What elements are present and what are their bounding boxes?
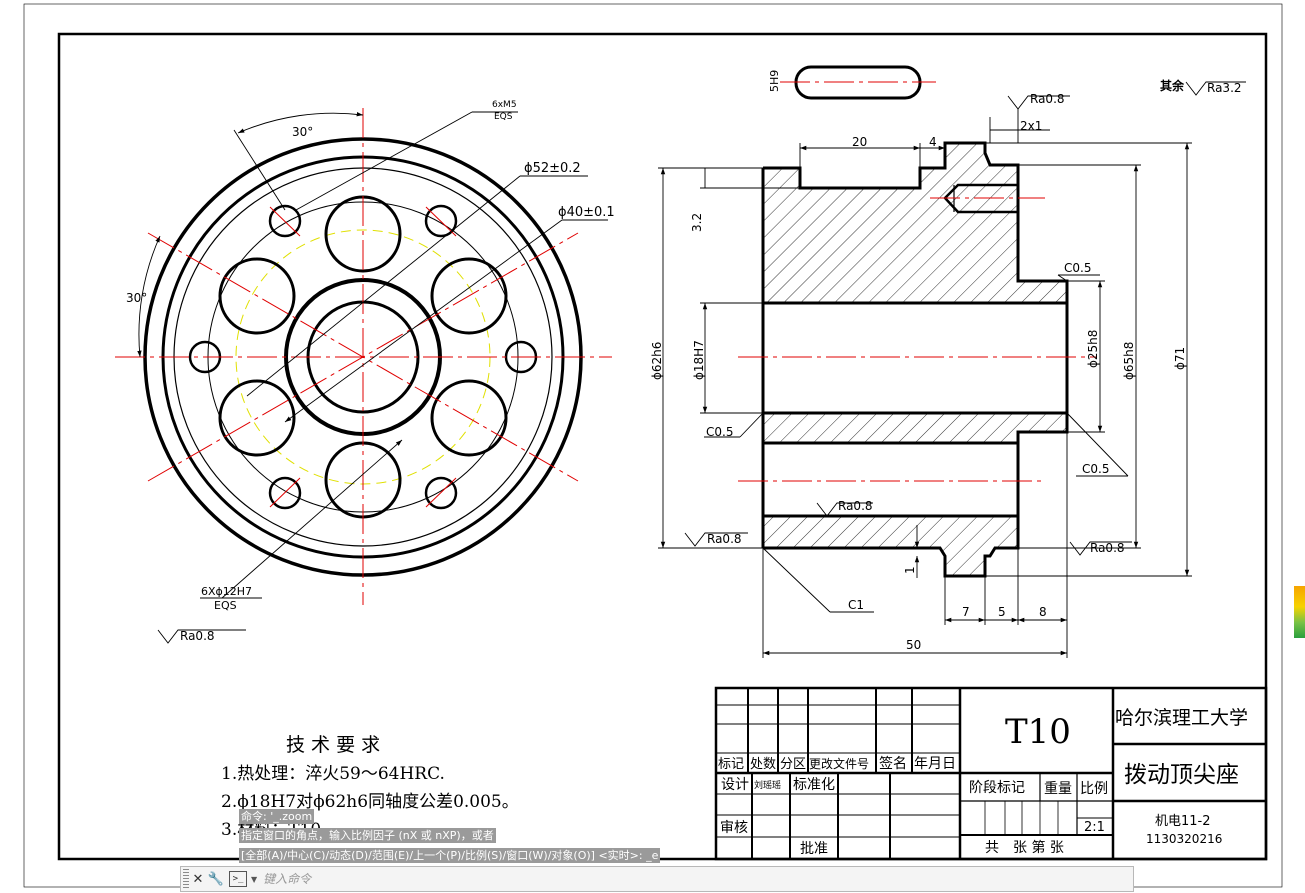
- svg-text:30°: 30°: [292, 125, 313, 139]
- command-line-bar: ✕ 🔧 >_ ▼: [180, 866, 1134, 892]
- svg-text:1: 1: [903, 566, 917, 574]
- svg-text:ϕ40±0.1: ϕ40±0.1: [558, 205, 615, 220]
- svg-text:刘瑶瑶: 刘瑶瑶: [754, 779, 781, 791]
- tech-requirements: 技 术 要 求 1.热处理：淬火59～64HRC. 2.ϕ18H7对ϕ62h6同…: [221, 734, 519, 840]
- tech-requirement-2: 2.ϕ18H7对ϕ62h6同轴度公差0.005。: [221, 792, 519, 812]
- drawing-frame: [57, 32, 1268, 861]
- class-label: 机电11-2: [1155, 814, 1211, 829]
- svg-text:审核: 审核: [720, 820, 748, 836]
- svg-text:2:1: 2:1: [1084, 820, 1105, 835]
- svg-text:标记: 标记: [718, 757, 744, 772]
- chevron-down-icon[interactable]: ▼: [251, 874, 258, 884]
- section-outline: [761, 65, 1069, 578]
- svg-text:C1: C1: [848, 598, 864, 612]
- command-history-line: [全部(A)/中心(C)/动态(D)/范围(E)/上一个(P)/比例(S)/窗口…: [239, 848, 661, 863]
- svg-text:共 张 第 张: 共 张 第 张: [985, 839, 1064, 856]
- command-history-line: 指定窗口的角点，输入比例因子 (nX 或 nXP)，或者: [239, 828, 496, 843]
- command-prompt-icon[interactable]: >_: [229, 871, 247, 887]
- svg-text:Ra0.8: Ra0.8: [180, 629, 215, 643]
- svg-text:3.2: 3.2: [690, 213, 704, 232]
- student-id: 1130320216: [1146, 832, 1222, 846]
- tech-requirements-title: 技 术 要 求: [286, 734, 380, 756]
- svg-text:2x1: 2x1: [1020, 119, 1042, 133]
- svg-text:标准化: 标准化: [793, 777, 835, 793]
- svg-text:Ra0.8: Ra0.8: [838, 499, 873, 513]
- left-view-dimensions: [137, 111, 608, 644]
- title-block: [714, 686, 1268, 861]
- svg-text:6Xϕ12H7: 6Xϕ12H7: [201, 585, 252, 598]
- svg-text:其余: 其余: [1160, 78, 1185, 93]
- wrench-icon[interactable]: 🔧: [207, 871, 225, 887]
- svg-text:ϕ25h8: ϕ25h8: [1086, 330, 1100, 368]
- svg-text:C0.5: C0.5: [706, 425, 733, 439]
- outer-sheet-border: [23, 3, 1283, 888]
- svg-text:Ra0.8: Ra0.8: [1090, 541, 1125, 555]
- svg-text:ϕ18H7: ϕ18H7: [692, 340, 706, 380]
- close-icon[interactable]: ✕: [192, 871, 204, 887]
- tech-requirement-1: 1.热处理：淬火59～64HRC.: [221, 764, 445, 784]
- svg-text:分区: 分区: [780, 757, 806, 772]
- svg-text:Ra3.2: Ra3.2: [1207, 81, 1242, 95]
- svg-text:EQS: EQS: [214, 599, 237, 612]
- svg-text:4: 4: [929, 135, 937, 149]
- svg-text:20: 20: [852, 135, 867, 149]
- svg-text:年月日: 年月日: [914, 756, 956, 772]
- svg-text:阶段标记: 阶段标记: [969, 780, 1025, 796]
- svg-text:更改文件号: 更改文件号: [809, 756, 869, 771]
- svg-text:7: 7: [962, 605, 970, 619]
- svg-text:C0.5: C0.5: [1064, 261, 1091, 275]
- svg-text:ϕ62h6: ϕ62h6: [650, 342, 664, 380]
- section-dimensions: [658, 81, 1246, 658]
- svg-text:Ra0.8: Ra0.8: [1030, 92, 1065, 106]
- title-block-labels: T10 哈尔滨理工大学 拨动顶尖座 机电11-2 1130320216 标记 处…: [718, 707, 1248, 857]
- svg-text:设计: 设计: [721, 777, 749, 793]
- command-history-line: 命令: '_.zoom: [239, 809, 315, 824]
- svg-text:5H9: 5H9: [768, 70, 781, 92]
- svg-text:C0.5: C0.5: [1082, 462, 1109, 476]
- svg-text:5: 5: [998, 605, 1006, 619]
- svg-text:ϕ65h8: ϕ65h8: [1122, 342, 1136, 380]
- svg-text:重量: 重量: [1044, 781, 1072, 797]
- section-centerlines: [738, 81, 1097, 482]
- svg-text:6xM5: 6xM5: [492, 100, 517, 110]
- svg-text:30°: 30°: [126, 291, 147, 305]
- svg-text:Ra0.8: Ra0.8: [707, 532, 742, 546]
- svg-text:50: 50: [906, 638, 921, 652]
- svg-text:EQS: EQS: [494, 112, 513, 122]
- svg-text:处数: 处数: [750, 757, 776, 772]
- section-labels: 5H9 其余 Ra3.2 Ra0.8 2x1 20 4 3.2 ϕ62h6 ϕ1…: [650, 70, 1242, 652]
- svg-text:批准: 批准: [800, 841, 828, 857]
- command-input[interactable]: [261, 871, 1126, 887]
- university-name: 哈尔滨理工大学: [1115, 707, 1248, 729]
- svg-text:ϕ52±0.2: ϕ52±0.2: [524, 161, 581, 176]
- part-name: 拨动顶尖座: [1124, 762, 1239, 788]
- drag-handle[interactable]: [183, 869, 189, 889]
- left-view-labels: 30° 30° 6xM5 EQS ϕ52±0.2 ϕ40±0.1 6Xϕ12H7…: [126, 100, 615, 643]
- section-hatch: [763, 143, 1067, 576]
- svg-text:8: 8: [1039, 605, 1047, 619]
- side-panel-tab[interactable]: [1294, 586, 1305, 638]
- svg-text:比例: 比例: [1080, 781, 1108, 797]
- left-view-centerlines: [115, 108, 612, 605]
- svg-text:签名: 签名: [879, 755, 907, 772]
- material-label: T10: [1005, 712, 1071, 752]
- svg-text:ϕ71: ϕ71: [1173, 347, 1187, 370]
